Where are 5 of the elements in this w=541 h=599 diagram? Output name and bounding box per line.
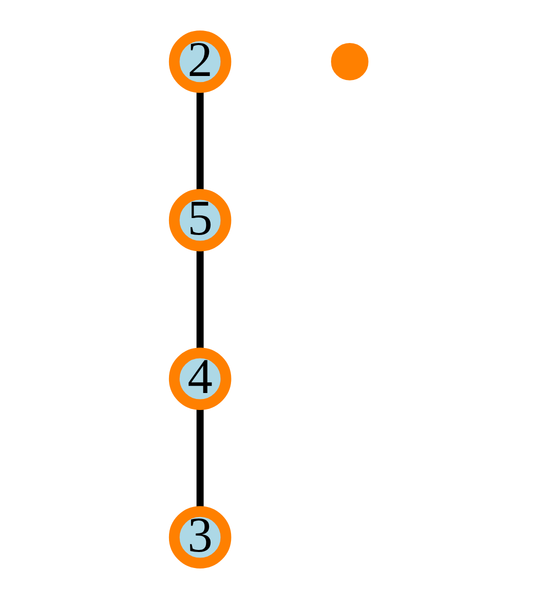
node-circle: 2 xyxy=(168,30,232,93)
node-circle xyxy=(331,42,368,80)
node-circle: 5 xyxy=(168,189,232,252)
node-circle: 4 xyxy=(168,348,232,410)
node-circle: 3 xyxy=(168,506,232,568)
